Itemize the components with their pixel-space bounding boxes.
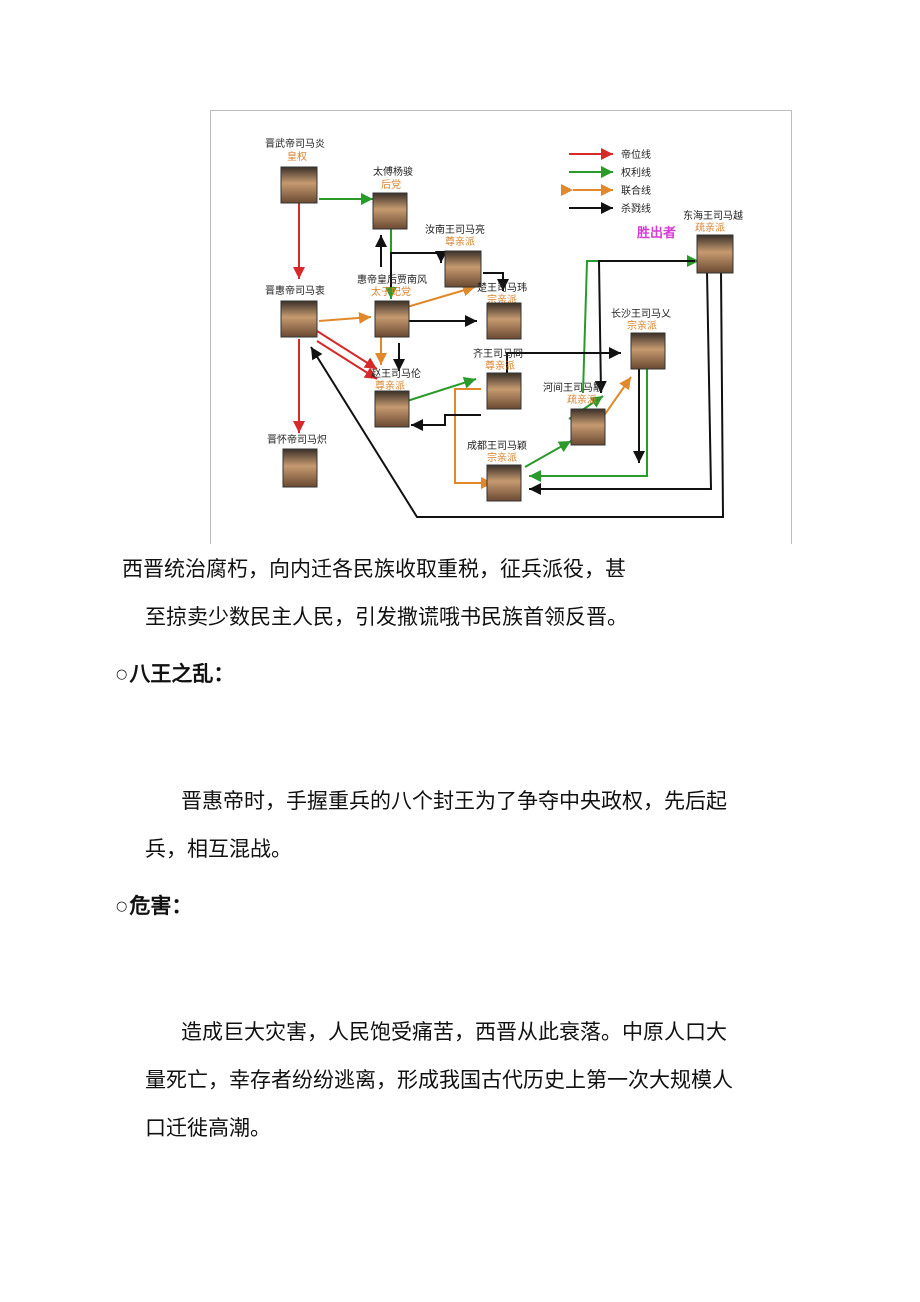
legend-label: 杀戮线 <box>621 202 651 215</box>
figure-name: 河间王司马颙 <box>543 381 603 394</box>
figure-name: 晋惠帝司马衷 <box>265 284 325 297</box>
portrait-image <box>374 390 410 428</box>
figure-name: 惠帝皇后贾南风 <box>357 273 427 286</box>
figure-tag: 尊亲派 <box>375 379 405 392</box>
figure-jiafeng: 惠帝皇后贾南风 太子妃党 <box>357 273 427 338</box>
figure-tag: 宗亲派 <box>627 319 657 332</box>
paragraph-line: 量死亡，幸存者纷纷逃离，形成我国古代历史上第一次大规模人 <box>145 1068 733 1092</box>
legend-label: 联合线 <box>621 184 651 197</box>
figure-name: 长沙王司马乂 <box>611 308 671 320</box>
paragraph-line: 晋惠帝时，手握重兵的八个封王为了争夺中央政权，先后起 <box>181 789 727 813</box>
paragraph-line: 造成巨大灾害，人民饱受痛苦，西晋从此衰落。中原人口大 <box>181 1020 727 1044</box>
paragraph-line: 至掠卖少数民主人民，引发撒谎哦书民族首领反晋。 <box>145 605 628 629</box>
heading-text: 八王之乱： <box>129 662 235 686</box>
portrait-image <box>486 302 522 340</box>
portrait-image <box>486 372 522 410</box>
portrait-image <box>282 448 318 488</box>
eight-princes-relationship-diagram: 帝位线 权利线 联合线 杀戮线 <box>210 110 792 544</box>
paragraph-line: 西晋统治腐朽，向内迁各民族收取重税，征兵派役，甚 <box>122 557 626 581</box>
figure-yangjun: 太傅杨骏 后党 <box>372 165 413 230</box>
heading-text: 危害： <box>129 894 193 918</box>
portrait-image <box>486 464 522 502</box>
figure-yue: 东海王司马越 胜出者 疏亲派 <box>637 209 743 274</box>
legend-label: 帝位线 <box>621 148 651 161</box>
portrait-image <box>280 166 318 204</box>
figure-tag: 尊亲派 <box>445 235 475 248</box>
portrait-image <box>372 192 408 230</box>
figure-ai: 长沙王司马乂 宗亲派 <box>611 308 671 370</box>
figure-wudi: 晋武帝司马炎 皇权 <box>265 137 325 204</box>
figure-tag: 尊亲派 <box>485 359 515 372</box>
figure-name: 东海王司马越 <box>683 209 743 222</box>
portrait-image <box>444 250 482 288</box>
winner-label: 胜出者 <box>637 225 676 241</box>
figure-ying: 成都王司马颖 宗亲派 <box>467 439 527 502</box>
figure-name: 齐王司马冏 <box>473 347 523 360</box>
bullet-icon: ○ <box>116 667 128 682</box>
paragraph-line: 口迁徙高潮。 <box>145 1116 271 1140</box>
figure-lun: 赵王司马伦 尊亲派 <box>371 367 421 428</box>
figure-tag: 太子妃党 <box>371 285 411 298</box>
figure-name: 晋怀帝司马炽 <box>267 433 327 446</box>
figure-huidi: 晋惠帝司马衷 <box>265 284 325 338</box>
legend-label: 权利线 <box>621 166 651 179</box>
figure-liang: 汝南王司马亮 尊亲派 <box>425 223 485 288</box>
figure-tag: 宗亲派 <box>487 451 517 464</box>
figure-name: 太傅杨骏 <box>373 165 413 178</box>
portrait-image <box>374 300 410 338</box>
figure-name: 楚王司马玮 <box>477 281 527 294</box>
figure-tag: 疏亲派 <box>567 393 597 406</box>
figure-name: 晋武帝司马炎 <box>265 137 325 150</box>
bullet-icon: ○ <box>116 899 128 914</box>
figure-name: 成都王司马颖 <box>467 439 527 452</box>
figure-jiong: 齐王司马冏 尊亲派 <box>473 347 523 410</box>
figure-tag: 皇权 <box>287 150 307 163</box>
portrait-image <box>280 300 318 338</box>
paragraph-line: 兵，相互混战。 <box>145 837 292 861</box>
figure-tag: 疏亲派 <box>695 221 725 234</box>
figure-yong: 河间王司马颙 疏亲派 <box>543 381 606 446</box>
portrait-image <box>630 332 666 370</box>
figure-tag: 后党 <box>381 178 401 191</box>
diagram-canvas: 帝位线 权利线 联合线 杀戮线 <box>265 137 743 518</box>
figure-huaidi: 晋怀帝司马炽 <box>267 433 327 488</box>
section-heading-harm: ○危害： <box>116 894 192 919</box>
portrait-image <box>570 408 606 446</box>
figure-wei: 楚王司马玮 宗亲派 <box>477 281 527 340</box>
figure-name: 汝南王司马亮 <box>425 223 485 236</box>
section-heading-eight-princes: ○八王之乱： <box>116 662 234 687</box>
figure-name: 赵王司马伦 <box>371 367 421 380</box>
portrait-image <box>696 234 734 274</box>
legend: 帝位线 权利线 联合线 杀戮线 <box>561 148 651 215</box>
